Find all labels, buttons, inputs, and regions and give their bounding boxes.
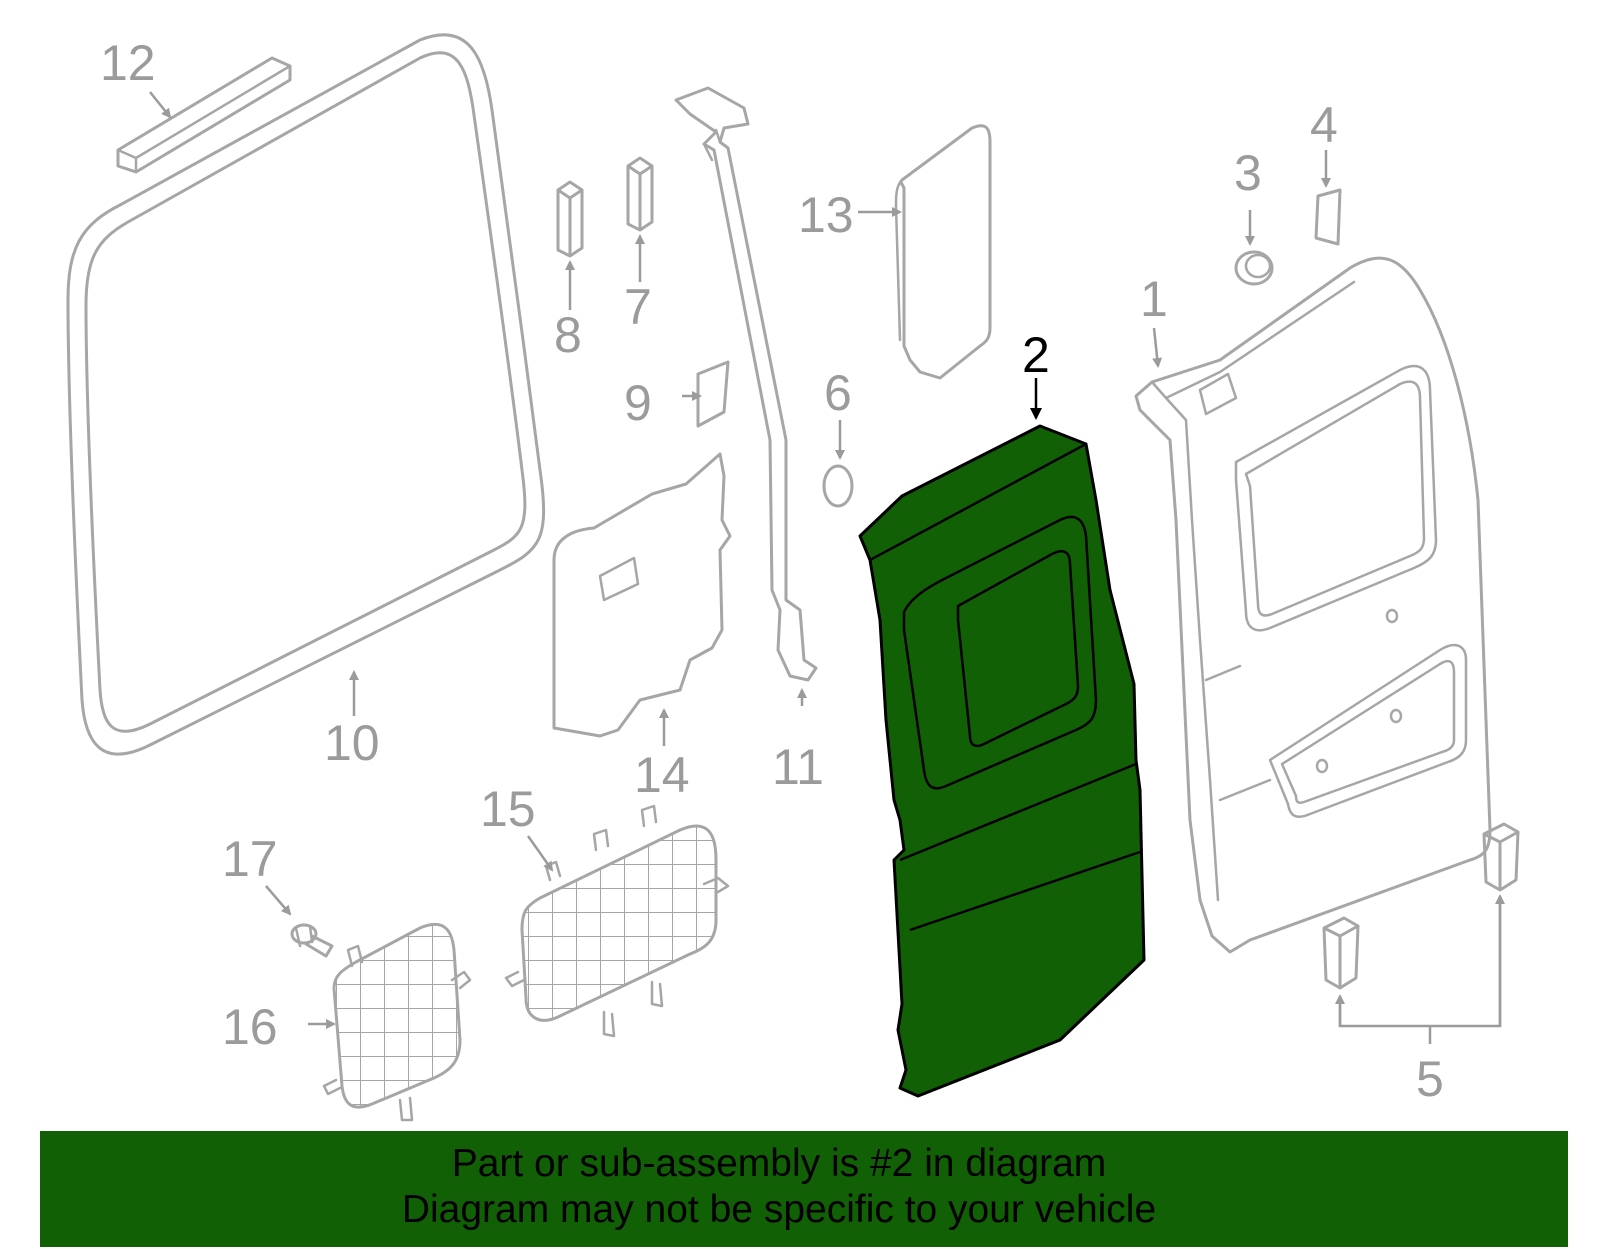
callout-14: 14 xyxy=(634,747,690,803)
callout-6: 6 xyxy=(824,365,852,421)
disclaimer-banner: Part or sub-assembly is #2 in diagram Di… xyxy=(40,1131,1568,1247)
part-13-upper-trim xyxy=(894,124,992,380)
part-9-pad xyxy=(696,360,730,428)
callout-15: 15 xyxy=(480,781,536,837)
callout-1: 1 xyxy=(1140,271,1168,327)
callout-17: 17 xyxy=(222,831,278,887)
part-6-grommet xyxy=(822,464,854,508)
callout-4: 4 xyxy=(1310,97,1338,153)
callout-2: 2 xyxy=(1022,327,1050,383)
callout-8: 8 xyxy=(554,307,582,363)
part-12-strip xyxy=(116,56,292,174)
part-4-bumper xyxy=(1314,188,1342,246)
leader-lines xyxy=(149,91,1505,1044)
callout-9: 9 xyxy=(624,375,652,431)
callout-11: 11 xyxy=(772,739,824,795)
part-7-clip xyxy=(626,156,654,232)
part-1-door-shell xyxy=(1134,256,1492,954)
disclaimer-line-1: Part or sub-assembly is #2 in diagram xyxy=(451,1142,1107,1185)
part-16-grille xyxy=(322,922,472,1122)
part-11-rod xyxy=(674,86,818,682)
part-10-weatherstrip xyxy=(66,33,546,756)
callout-10: 10 xyxy=(324,715,380,771)
part-15-grille xyxy=(504,804,730,1038)
callout-16: 16 xyxy=(222,999,278,1055)
part-3-plug xyxy=(1234,250,1274,286)
part-5-pad-b xyxy=(1482,822,1520,892)
callout-13: 13 xyxy=(798,187,854,243)
part-2-door-panel xyxy=(858,424,1146,1098)
callout-7: 7 xyxy=(624,279,652,335)
part-14-lower-trim xyxy=(552,452,732,738)
callout-5: 5 xyxy=(1416,1051,1444,1107)
part-8-clip xyxy=(556,180,584,258)
disclaimer-line-2: Diagram may not be specific to your vehi… xyxy=(401,1188,1157,1231)
callout-3: 3 xyxy=(1234,145,1262,201)
callout-labels: 12 10 8 7 9 11 13 6 14 2 3 4 1 15 17 16 … xyxy=(100,35,1444,1107)
part-17-push-pin xyxy=(290,923,334,958)
callout-12: 12 xyxy=(100,35,156,91)
part-5-pad-a xyxy=(1322,916,1360,990)
